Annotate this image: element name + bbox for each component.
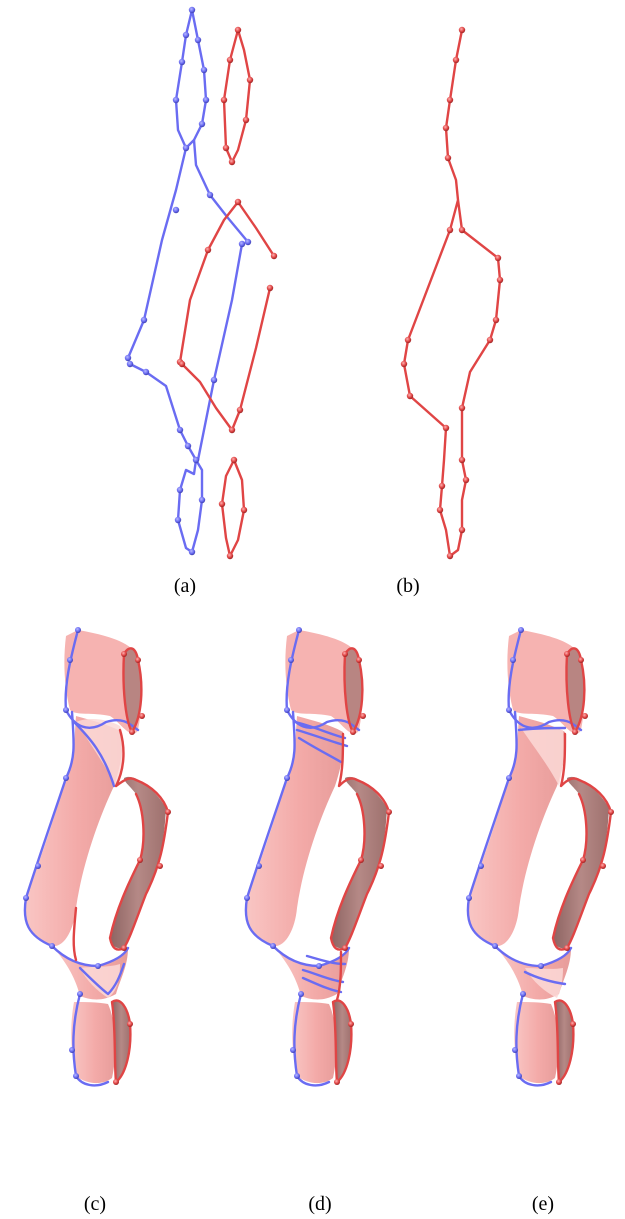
panel-d-caption: (d)	[308, 1193, 331, 1215]
panel-e	[466, 627, 614, 1085]
panel-a-blue-curves	[128, 10, 248, 552]
panel-b-caption: (b)	[396, 575, 419, 597]
panel-e-caption: (e)	[532, 1193, 554, 1215]
panel-d	[244, 627, 392, 1085]
panel-a-red-curves	[180, 30, 274, 556]
panel-b-red-curve	[404, 30, 500, 556]
panel-c	[23, 627, 171, 1085]
panel-b-control-points	[401, 27, 503, 559]
panel-a-caption: (a)	[174, 575, 196, 597]
panel-b: (b)	[396, 27, 503, 597]
panel-c-caption: (c)	[84, 1193, 106, 1215]
panel-a: (a)	[125, 7, 277, 597]
